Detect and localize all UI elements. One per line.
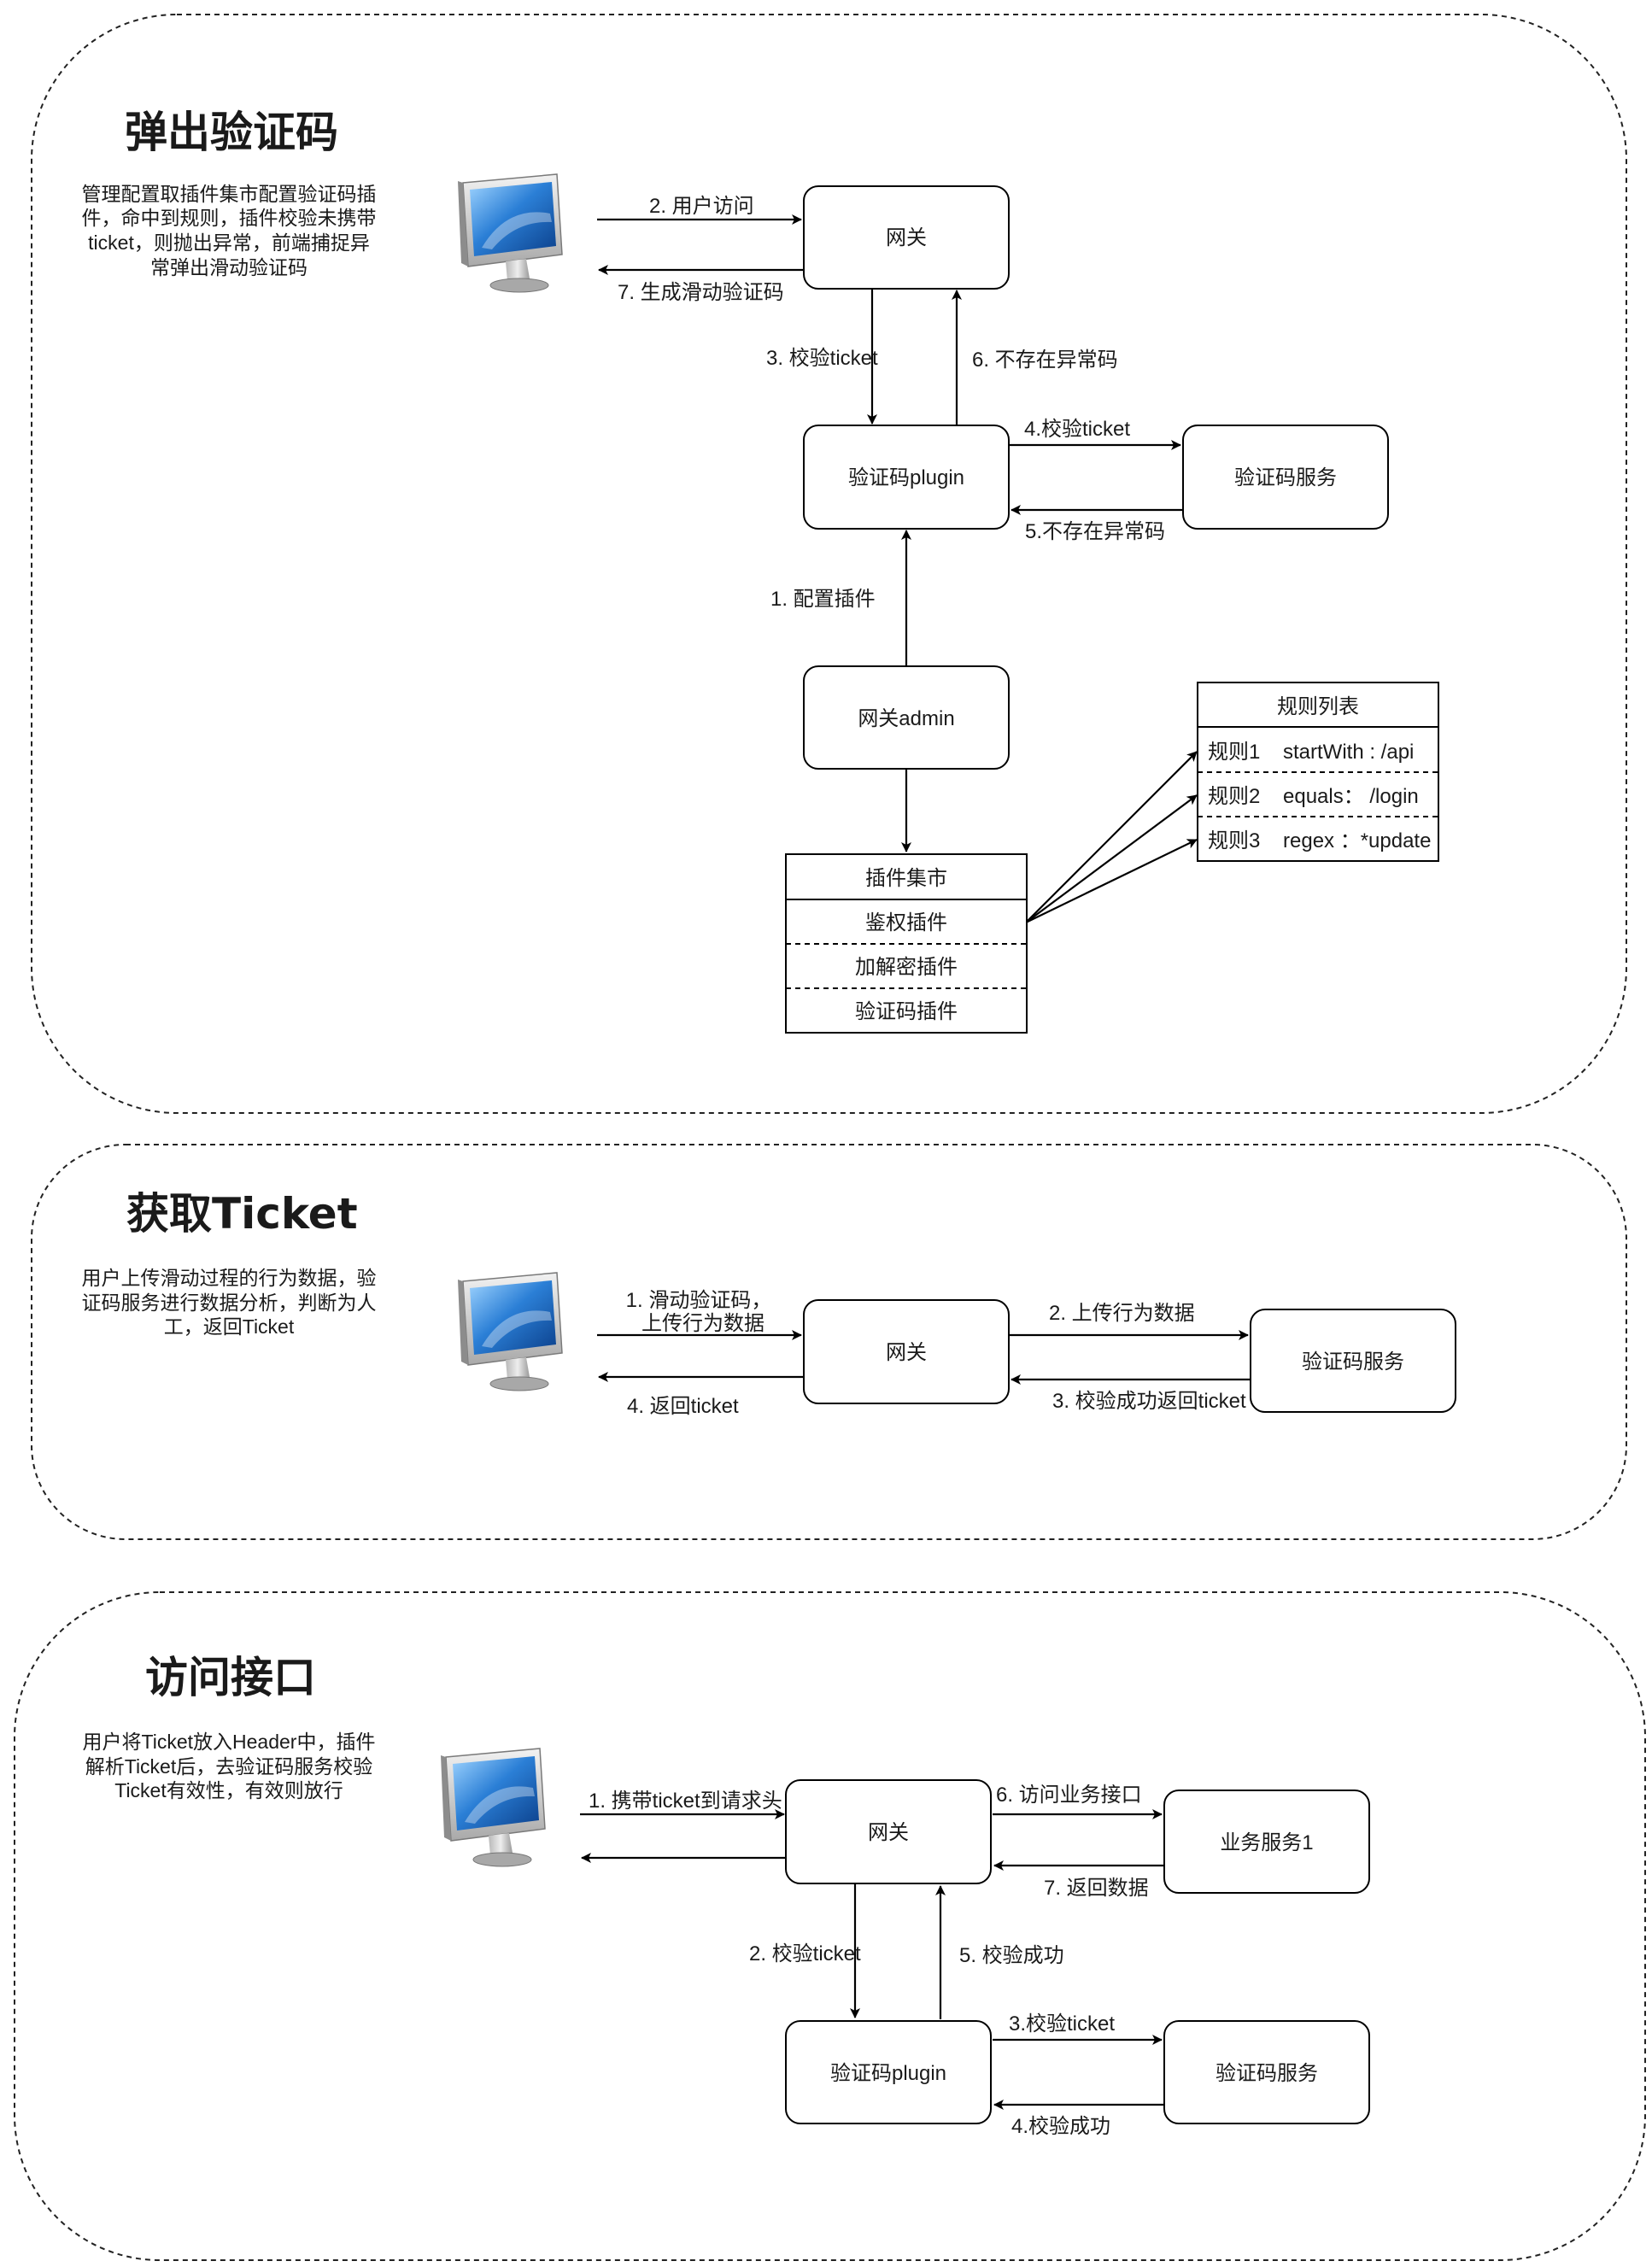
node-label: 网关 bbox=[886, 226, 927, 249]
node-label: 验证码服务 bbox=[1216, 2062, 1318, 2085]
section-description-line: ticket，则抛出异常，前端捕捉异 bbox=[88, 231, 370, 254]
node-captcha-plugin bbox=[803, 425, 1010, 530]
node-label: 网关 bbox=[886, 1341, 927, 1364]
rule-expression: startWith : /api bbox=[1283, 741, 1414, 764]
section-description-line: 解析Ticket后，去验证码服务校验 bbox=[85, 1755, 373, 1778]
plugin-market-list: 插件集市 鉴权插件 加解密插件 验证码插件 bbox=[785, 853, 1028, 1034]
edge-label: 7. 返回数据 bbox=[1044, 1877, 1149, 1900]
node-captcha-plugin bbox=[785, 2020, 992, 2124]
edge-label: 3. 校验ticket bbox=[766, 347, 878, 370]
section-description-line: 常弹出滑动验证码 bbox=[150, 256, 308, 278]
node-gateway bbox=[785, 1779, 992, 1884]
rule-name: 规则1 bbox=[1208, 741, 1260, 764]
edge-label: 上传行为数据 bbox=[641, 1312, 764, 1335]
edge-label: 3. 校验成功返回ticket bbox=[1052, 1390, 1246, 1413]
edge-market-to-rule-3 bbox=[1025, 839, 1198, 923]
edge-label: 3.校验ticket bbox=[1009, 2012, 1115, 2036]
section-description-line: 证码服务进行数据分析，判断为人 bbox=[82, 1292, 377, 1314]
edge-label: 6. 访问业务接口 bbox=[996, 1784, 1142, 1807]
section-get-ticket: 获取Ticket 用户上传滑动过程的行为数据，验 证码服务进行数据分析，判断为人… bbox=[31, 1144, 1627, 1540]
edge-label: 4.校验成功 bbox=[1011, 2115, 1110, 2138]
desktop-computer-icon bbox=[457, 173, 563, 293]
edge-label: 4. 返回ticket bbox=[627, 1395, 739, 1418]
plugin-market-item: 鉴权插件 bbox=[865, 911, 947, 934]
node-captcha-service bbox=[1250, 1309, 1456, 1413]
edge-label: 5.不存在异常码 bbox=[1025, 520, 1165, 543]
edge-label: 5. 校验成功 bbox=[959, 1944, 1064, 1967]
section-frame-popup bbox=[31, 14, 1627, 1114]
node-label: 验证码plugin bbox=[830, 2062, 946, 2085]
section-description-line: 用户将Ticket放入Header中，插件 bbox=[83, 1731, 376, 1753]
section-description-line: Ticket有效性，有效则放行 bbox=[114, 1779, 343, 1801]
section-description-line: 管理配置取插件集市配置验证码插 bbox=[82, 183, 377, 205]
edge-market-to-rule-2 bbox=[1025, 794, 1198, 923]
edge-label: 2. 上传行为数据 bbox=[1049, 1302, 1195, 1325]
node-captcha-service bbox=[1163, 2020, 1370, 2124]
rule-name: 规则2 bbox=[1208, 785, 1260, 808]
desktop-computer-icon bbox=[457, 1272, 563, 1391]
edge-market-to-rule-1 bbox=[1025, 751, 1198, 923]
node-label: 验证码服务 bbox=[1302, 1350, 1404, 1374]
node-gateway bbox=[803, 185, 1010, 290]
section-access-api: 访问接口 用户将Ticket放入Header中，插件 解析Ticket后，去验证… bbox=[14, 1591, 1646, 2261]
plugin-market-item: 验证码插件 bbox=[855, 1000, 958, 1023]
desktop-computer-icon bbox=[440, 1748, 546, 1867]
edge-label: 2. 校验ticket bbox=[749, 1942, 861, 1965]
edge-label: 1. 配置插件 bbox=[770, 588, 876, 611]
section-description-line: 工，返回Ticket bbox=[164, 1315, 295, 1338]
node-label: 业务服务1 bbox=[1220, 1831, 1313, 1854]
edge-label: 1. 滑动验证码， bbox=[626, 1289, 772, 1312]
node-captcha-service bbox=[1182, 425, 1389, 530]
section-title: 获取Ticket bbox=[126, 1189, 358, 1239]
node-gateway-admin bbox=[803, 665, 1010, 770]
section-popup-captcha: 弹出验证码 管理配置取插件集市配置验证码插 件，命中到规则，插件校验未携带 ti… bbox=[31, 14, 1627, 1114]
section-description-line: 用户上传滑动过程的行为数据，验 bbox=[82, 1267, 377, 1289]
rule-expression: equals： /login bbox=[1283, 785, 1419, 808]
edge-label: 4.校验ticket bbox=[1024, 418, 1130, 441]
node-business-service bbox=[1163, 1790, 1370, 1894]
rule-list-header: 规则列表 bbox=[1277, 695, 1359, 718]
rule-name: 规则3 bbox=[1208, 829, 1260, 852]
rule-expression: regex ：*update bbox=[1283, 829, 1431, 852]
edge-label: 2. 用户访问 bbox=[649, 195, 754, 218]
node-label: 网关admin bbox=[858, 707, 954, 730]
rule-list: 规则列表 规则1 startWith : /api 规则2 equals： /l… bbox=[1197, 682, 1439, 862]
plugin-market-item: 加解密插件 bbox=[855, 956, 958, 979]
section-frame-access bbox=[14, 1591, 1646, 2261]
edge-label: 1. 携带ticket到请求头 bbox=[589, 1790, 782, 1813]
section-frame-ticket bbox=[31, 1144, 1627, 1540]
plugin-market-header: 插件集市 bbox=[865, 867, 947, 890]
node-label: 网关 bbox=[868, 1821, 909, 1844]
node-label: 验证码plugin bbox=[848, 466, 964, 489]
node-label: 验证码服务 bbox=[1234, 466, 1337, 489]
edge-label: 7. 生成滑动验证码 bbox=[618, 281, 784, 304]
section-title: 访问接口 bbox=[145, 1653, 316, 1702]
node-gateway bbox=[803, 1299, 1010, 1404]
section-title: 弹出验证码 bbox=[125, 108, 338, 157]
section-description-line: 件，命中到规则，插件校验未携带 bbox=[82, 207, 377, 229]
edge-label: 6. 不存在异常码 bbox=[972, 349, 1118, 372]
